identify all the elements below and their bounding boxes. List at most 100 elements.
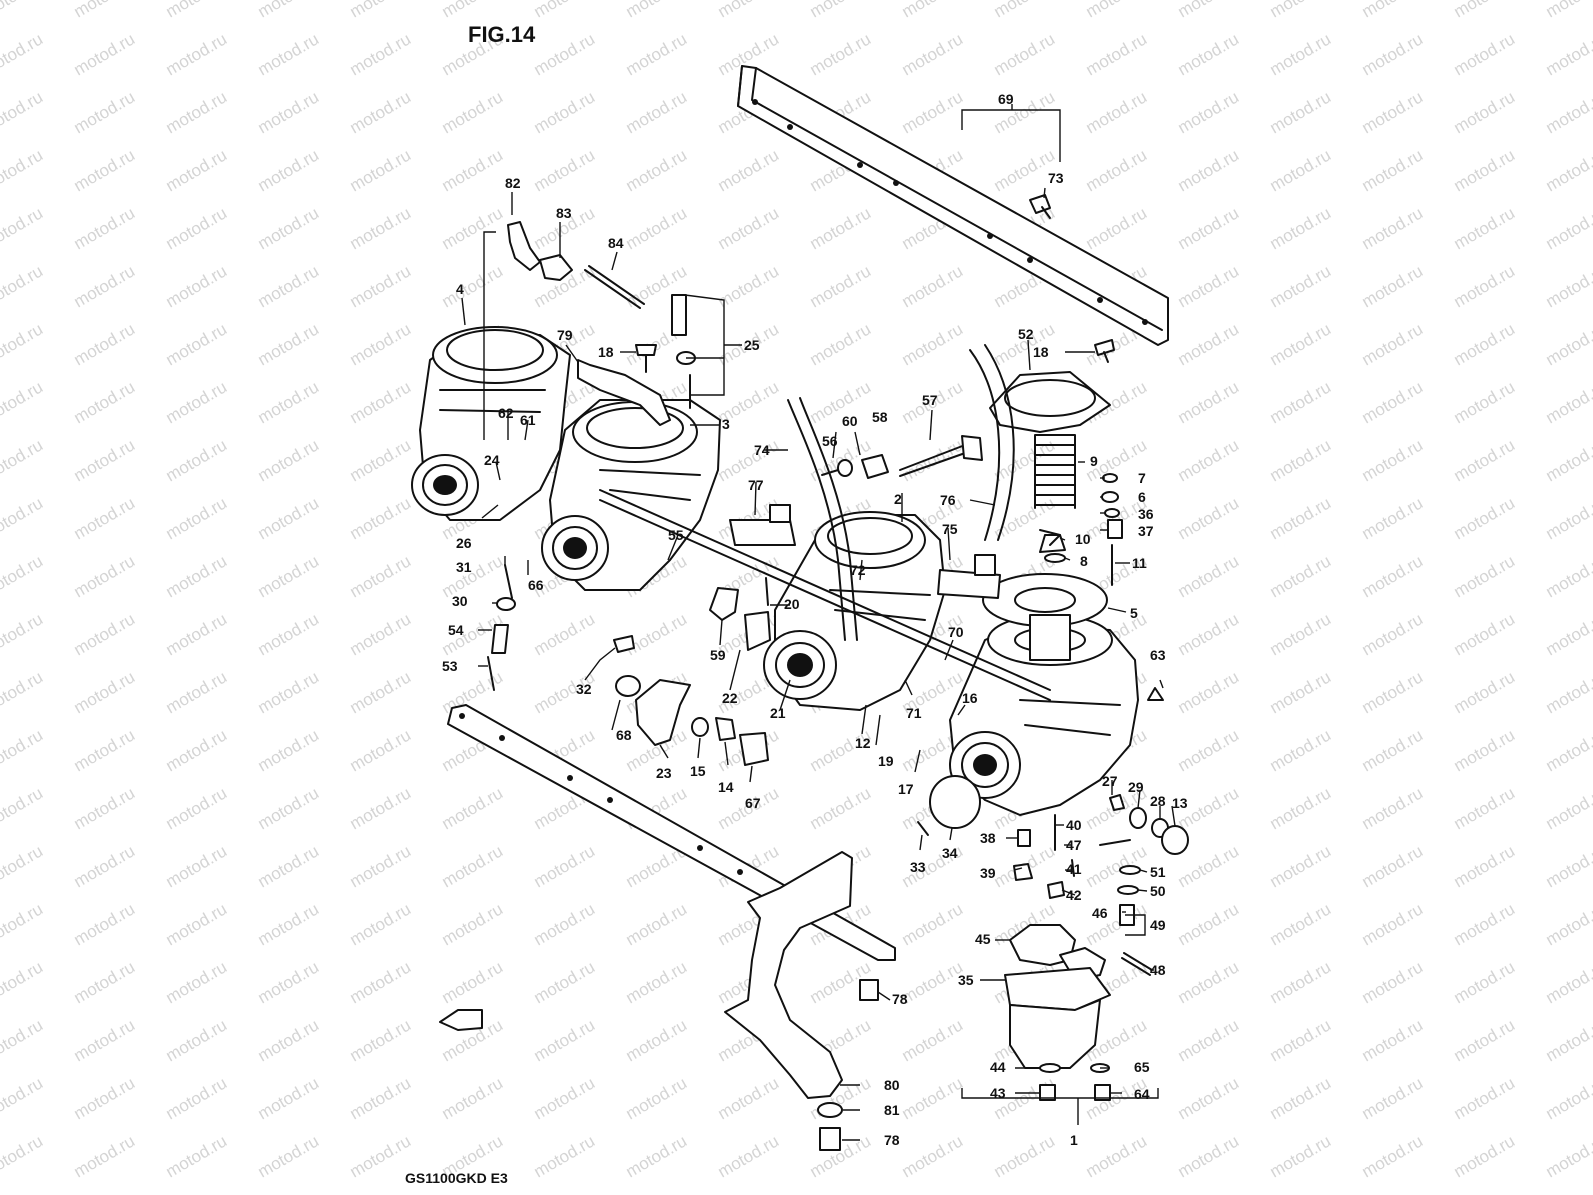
watermark-text: motod.ru [531, 145, 599, 195]
callout-51: 51 [1150, 864, 1166, 880]
callout-82: 82 [505, 175, 521, 191]
watermark-text: motod.ru [1267, 667, 1335, 717]
watermark-text: motod.ru [163, 377, 231, 427]
watermark-text: motod.ru [623, 609, 691, 659]
callout-10: 10 [1075, 531, 1091, 547]
watermark-text: motod.ru [71, 783, 139, 833]
watermark-text: motod.ru [1359, 551, 1427, 601]
watermark-text: motod.ru [1175, 957, 1243, 1007]
watermark-text: motod.ru [1175, 261, 1243, 311]
watermark-text: motod.ru [0, 783, 46, 833]
watermark-text: motod.ru [71, 1131, 139, 1181]
watermark-text: motod.ru [1175, 899, 1243, 949]
watermark-text: motod.ru [255, 667, 323, 717]
watermark-text: motod.ru [71, 145, 139, 195]
watermark-text: motod.ru [255, 1073, 323, 1123]
watermark-text: motod.ru [71, 261, 139, 311]
lower-shield-plate [724, 851, 853, 1099]
callout-33: 33 [910, 859, 926, 875]
watermark-text: motod.ru [1451, 29, 1519, 79]
watermark-text: motod.ru [1451, 493, 1519, 543]
watermark-text: motod.ru [1451, 261, 1519, 311]
watermark-text: motod.ru [1267, 87, 1335, 137]
callout-31: 31 [456, 559, 472, 575]
watermark-text: motod.ru [1359, 957, 1427, 1007]
watermark-text: motod.ru [1359, 145, 1427, 195]
watermark-text: motod.ru [439, 261, 507, 311]
watermark-text: motod.ru [1451, 319, 1519, 369]
callout-2: 2 [894, 491, 902, 507]
callout-61: 61 [520, 412, 536, 428]
callout-37: 37 [1138, 523, 1154, 539]
watermark-text: motod.ru [1175, 0, 1243, 21]
watermark-text: motod.ru [347, 29, 415, 79]
watermark-text: motod.ru [347, 783, 415, 833]
watermark-text: motod.ru [255, 261, 323, 311]
callout-15: 15 [690, 763, 706, 779]
watermark-text: motod.ru [1267, 1189, 1335, 1195]
callout-27: 27 [1102, 773, 1118, 789]
callout-80: 80 [884, 1077, 900, 1093]
watermark-text: motod.ru [347, 841, 415, 891]
watermark-text: motod.ru [1451, 1189, 1519, 1195]
watermark-text: motod.ru [0, 377, 46, 427]
callout-40: 40 [1066, 817, 1082, 833]
watermark-text: motod.ru [163, 609, 231, 659]
watermark-text: motod.ru [255, 203, 323, 253]
watermark-text: motod.ru [71, 1189, 139, 1195]
callout-12: 12 [855, 735, 871, 751]
watermark-text: motod.ru [623, 1073, 691, 1123]
watermark-text: motod.ru [1543, 1015, 1593, 1065]
diaphragm-spring [1034, 434, 1076, 509]
watermark-text: motod.ru [1267, 29, 1335, 79]
watermark-text: motod.ru [1175, 319, 1243, 369]
watermark-text: motod.ru [163, 667, 231, 717]
callout-76: 76 [940, 492, 956, 508]
watermark-text: motod.ru [1175, 1073, 1243, 1123]
watermark-text: motod.ru [531, 957, 599, 1007]
callout-18-left: 18 [598, 344, 614, 360]
watermark-text: motod.ru [71, 957, 139, 1007]
callout-20: 20 [784, 596, 800, 612]
watermark-text: motod.ru [1175, 1131, 1243, 1181]
watermark-text: motod.ru [1175, 145, 1243, 195]
watermark-text: motod.ru [1451, 435, 1519, 485]
callout-28: 28 [1150, 793, 1166, 809]
watermark-text: motod.ru [623, 899, 691, 949]
watermark-text: motod.ru [899, 1015, 967, 1065]
watermark-text: motod.ru [163, 319, 231, 369]
watermark-text: motod.ru [1175, 1015, 1243, 1065]
watermark-text: motod.ru [1359, 1189, 1427, 1195]
watermark-text: motod.ru [807, 203, 875, 253]
callout-70: 70 [948, 624, 964, 640]
watermark-text: motod.ru [1267, 493, 1335, 543]
watermark-text: motod.ru [0, 1015, 46, 1065]
callout-7: 7 [1138, 470, 1146, 486]
watermark-text: motod.ru [163, 957, 231, 1007]
watermark-text: motod.ru [71, 377, 139, 427]
watermark-text: motod.ru [1175, 551, 1243, 601]
callout-63: 63 [1150, 647, 1166, 663]
callout-65: 65 [1134, 1059, 1150, 1075]
watermark-text: motod.ru [255, 0, 323, 21]
watermark-text: motod.ru [899, 1189, 967, 1195]
watermark-text: motod.ru [1543, 203, 1593, 253]
watermark-text: motod.ru [1359, 841, 1427, 891]
watermark-text: motod.ru [1175, 435, 1243, 485]
watermark-text: motod.ru [0, 725, 46, 775]
watermark-text: motod.ru [163, 899, 231, 949]
watermark-text: motod.ru [1267, 435, 1335, 485]
watermark-text: motod.ru [899, 899, 967, 949]
carburetor-body-3 [763, 511, 946, 711]
watermark-text: motod.ru [1359, 0, 1427, 21]
throttle-link-rod [599, 489, 1051, 701]
watermark-text: motod.ru [0, 203, 46, 253]
watermark-text: motod.ru [347, 493, 415, 543]
watermark-text: motod.ru [1175, 29, 1243, 79]
watermark-text: motod.ru [807, 1189, 875, 1195]
watermark-text: motod.ru [347, 551, 415, 601]
watermark-text: motod.ru [255, 29, 323, 79]
watermark-text: motod.ru [1175, 377, 1243, 427]
watermark-text: motod.ru [1267, 1073, 1335, 1123]
watermark-text: motod.ru [623, 29, 691, 79]
